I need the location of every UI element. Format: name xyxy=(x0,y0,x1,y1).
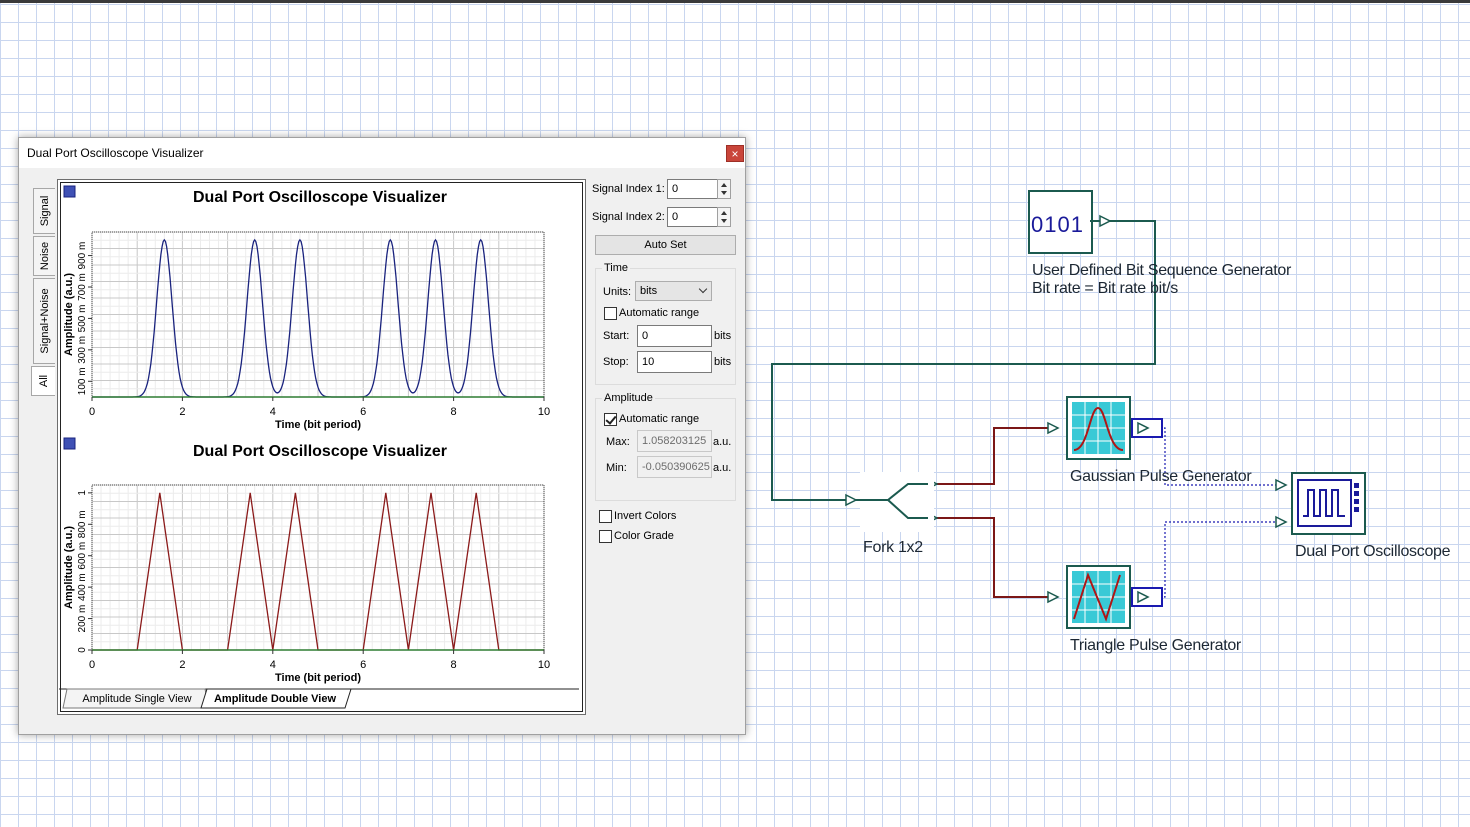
x-tick-label: 6 xyxy=(360,659,366,671)
gaussian-pulse-generator-block[interactable] xyxy=(1067,397,1162,459)
y-tick-label: 600 m xyxy=(77,542,88,570)
tab-amplitude-double-view[interactable]: Amplitude Double View xyxy=(205,690,345,708)
start-input[interactable]: 0 xyxy=(637,325,712,347)
tab-signal-noise[interactable]: Signal+Noise xyxy=(33,278,55,364)
y-tick-label: 1 xyxy=(77,490,88,496)
start-label: Start: xyxy=(603,330,629,342)
units-label: Units: xyxy=(603,286,631,298)
y-tick-label: 700 m xyxy=(77,273,88,301)
auto-set-button[interactable]: Auto Set xyxy=(595,235,736,255)
plot-frame: 0246810100 m300 m500 m700 m900 mTime (bi… xyxy=(57,179,586,715)
signal-index-2-spinner[interactable]: 0 xyxy=(667,207,718,227)
plot-1-title: Dual Port Oscilloscope Visualizer xyxy=(193,189,447,207)
stop-input[interactable]: 10 xyxy=(637,351,712,373)
stop-unit: bits xyxy=(714,356,731,368)
y-tick-label: 500 m xyxy=(77,305,88,333)
x-tick-label: 4 xyxy=(270,659,276,671)
invert-colors-label: Invert Colors xyxy=(614,510,676,522)
max-input[interactable]: 1.058203125 xyxy=(637,430,712,452)
x-tick-label: 8 xyxy=(451,659,457,671)
y-tick-label: 100 m xyxy=(77,367,88,395)
amplitude-group-label: Amplitude xyxy=(602,392,655,404)
dialog-title: Dual Port Oscilloscope Visualizer xyxy=(27,146,204,160)
x-tick-label: 2 xyxy=(179,659,185,671)
max-label: Max: xyxy=(606,436,630,448)
wire-fork-to-triangle[interactable] xyxy=(935,518,1058,597)
tab-amplitude-single-view[interactable]: Amplitude Single View xyxy=(67,690,207,708)
plot-1-menu-icon xyxy=(64,186,75,197)
dual-port-oscilloscope-block[interactable] xyxy=(1292,473,1365,534)
time-group-label: Time xyxy=(602,262,630,274)
units-select[interactable]: bits xyxy=(635,281,712,301)
color-grade-label: Color Grade xyxy=(614,530,674,542)
time-automatic-range-label: Automatic range xyxy=(619,307,699,319)
x-tick-label: 8 xyxy=(451,406,457,418)
triangle-pulse-generator-label: Triangle Pulse Generator xyxy=(1070,637,1241,655)
tab-signal[interactable]: Signal xyxy=(33,188,55,234)
plot-2-title: Dual Port Oscilloscope Visualizer xyxy=(193,443,447,461)
y-tick-label: 300 m xyxy=(77,336,88,364)
tab-noise[interactable]: Noise xyxy=(33,236,55,276)
x-tick-label: 4 xyxy=(270,406,276,418)
fork-1x2-block[interactable] xyxy=(858,472,934,532)
wire-fork-to-gaussian[interactable] xyxy=(935,428,1058,484)
x-tick-label: 10 xyxy=(538,406,550,418)
oscilloscope-visualizer-dialog: Dual Port Oscilloscope Visualizer × Sign… xyxy=(18,137,746,735)
wire-triangle-to-scope[interactable] xyxy=(1148,522,1285,597)
invert-colors-checkbox[interactable] xyxy=(599,510,612,523)
amplitude-automatic-range-label: Automatic range xyxy=(619,413,699,425)
fork-label: Fork 1x2 xyxy=(863,539,923,557)
amplitude-automatic-range-checkbox[interactable] xyxy=(604,413,617,426)
signal-index-2-label: Signal Index 2: xyxy=(592,211,665,223)
triangle-pulse-generator-block[interactable] xyxy=(1067,566,1162,628)
signal-index-1-spinner[interactable]: 0 xyxy=(667,179,718,199)
dual-port-oscilloscope-label: Dual Port Oscilloscope xyxy=(1295,543,1450,561)
x-tick-label: 10 xyxy=(538,659,550,671)
x-tick-label: 2 xyxy=(179,406,185,418)
max-unit: a.u. xyxy=(713,436,731,448)
y-tick-label: 900 m xyxy=(77,242,88,270)
y-tick-label: 400 m xyxy=(77,573,88,601)
y-axis-label: Amplitude (a.u.) xyxy=(63,526,75,609)
y-axis-label: Amplitude (a.u.) xyxy=(63,273,75,356)
y-tick-label: 200 m xyxy=(77,605,88,633)
min-unit: a.u. xyxy=(713,462,731,474)
min-label: Min: xyxy=(606,462,627,474)
bit-sequence-generator-block[interactable]: 0101 xyxy=(1029,191,1100,253)
close-button[interactable]: × xyxy=(726,145,744,162)
dialog-titlebar[interactable]: Dual Port Oscilloscope Visualizer × xyxy=(19,138,745,168)
x-axis-label: Time (bit period) xyxy=(275,672,361,684)
color-grade-checkbox[interactable] xyxy=(599,530,612,543)
y-tick-label: 800 m xyxy=(77,510,88,538)
time-automatic-range-checkbox[interactable] xyxy=(604,307,617,320)
y-tick-label: 0 xyxy=(77,647,88,653)
x-tick-label: 0 xyxy=(89,659,95,671)
view-tabs: Amplitude Single View Amplitude Double V… xyxy=(59,688,579,710)
gaussian-pulse-generator-label: Gaussian Pulse Generator xyxy=(1070,468,1251,486)
bit-sequence-generator-label: User Defined Bit Sequence Generator Bit … xyxy=(1032,262,1291,298)
x-axis-label: Time (bit period) xyxy=(275,419,361,431)
start-unit: bits xyxy=(714,330,731,342)
signal-index-1-label: Signal Index 1: xyxy=(592,183,665,195)
signal-type-tabs: Signal Noise Signal+Noise All xyxy=(31,188,55,398)
stop-label: Stop: xyxy=(603,356,629,368)
x-tick-label: 6 xyxy=(360,406,366,418)
tab-all[interactable]: All xyxy=(31,366,55,396)
min-input[interactable]: -0.050390625 xyxy=(637,456,712,478)
bit-sequence-icon-text: 0101 xyxy=(1031,212,1084,237)
chevron-down-icon xyxy=(699,285,707,293)
x-tick-label: 0 xyxy=(89,406,95,418)
plot-2-menu-icon xyxy=(64,438,75,449)
